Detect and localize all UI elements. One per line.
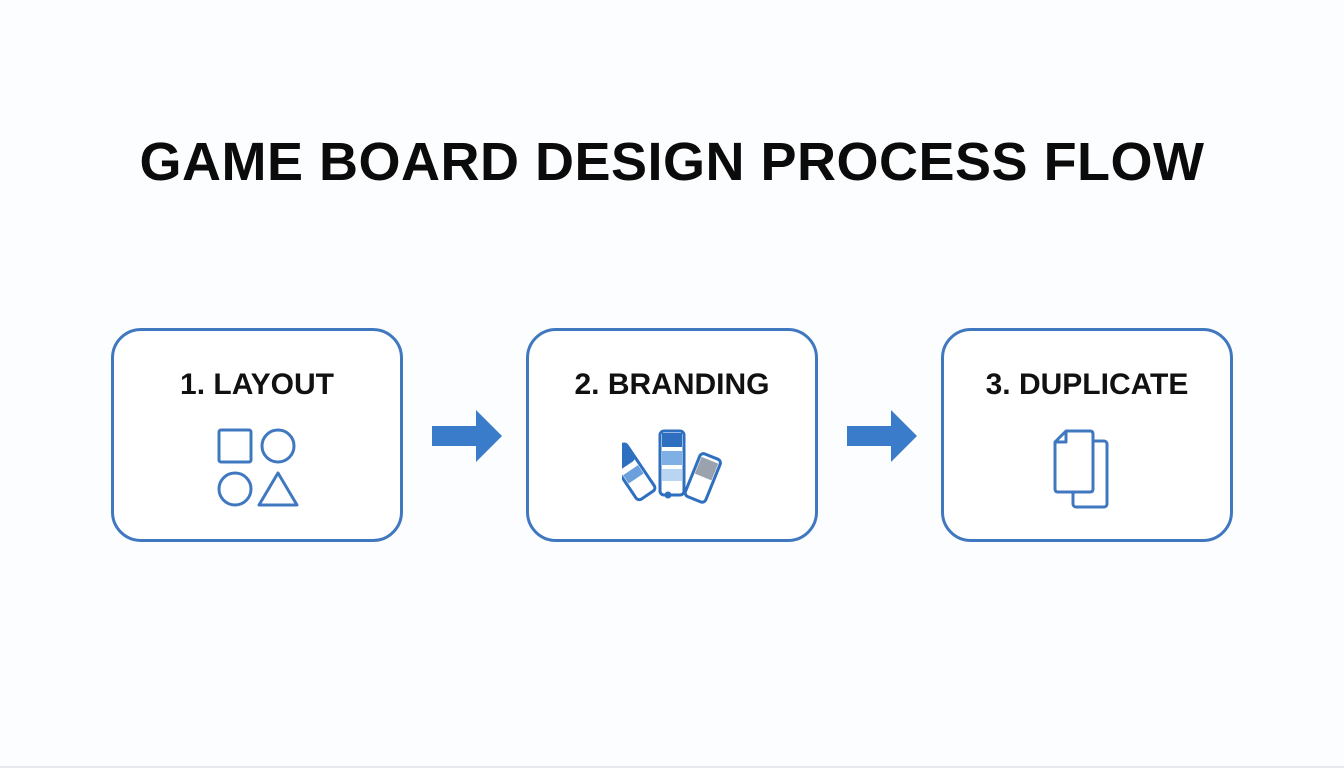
arrow-right-icon [432,410,502,462]
step-label: 3. DUPLICATE [985,368,1189,401]
shapes-icon [217,428,299,507]
step-duplicate: 3. DUPLICATE [941,328,1233,542]
duplicate-icon [1053,429,1109,509]
bottom-divider [0,766,1344,768]
step-layout: 1. LAYOUT [111,328,403,542]
step-label: 1. LAYOUT [180,368,334,401]
step-label: 2. BRANDING [574,368,770,401]
page-title: GAME BOARD DESIGN PROCESS FLOW [139,132,1205,192]
step-branding: 2. BRANDING [526,328,818,542]
arrow-right-icon [847,410,917,462]
color-swatch-icon [622,429,722,504]
